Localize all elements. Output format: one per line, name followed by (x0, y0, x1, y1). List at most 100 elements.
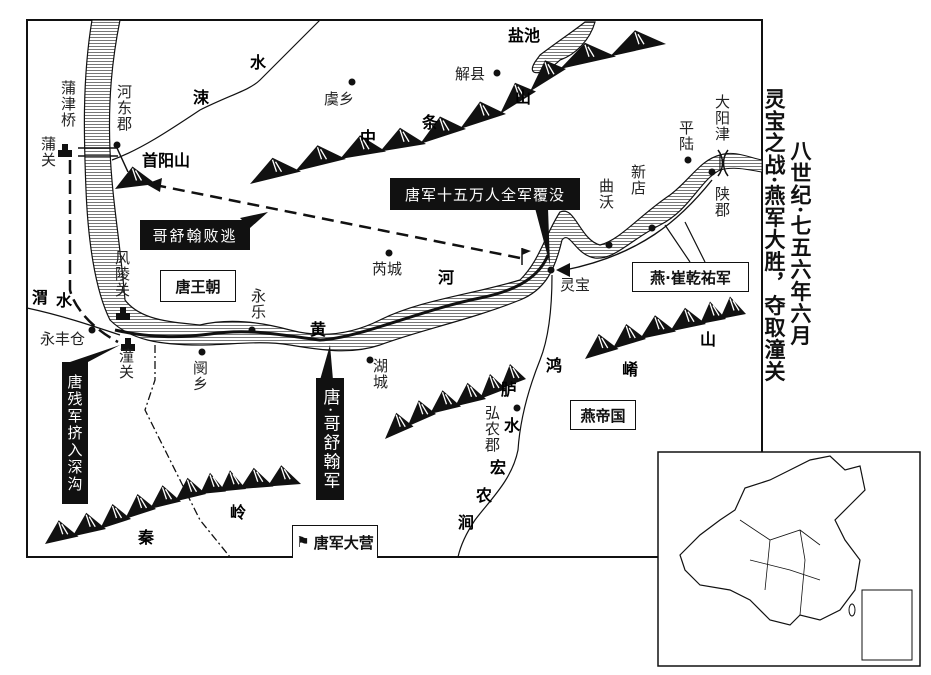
fortress-icon-tongguan (121, 338, 135, 351)
honglu-label-1: 鸿 (546, 356, 563, 375)
retreat-route (154, 183, 521, 260)
hedong-arrow (116, 147, 129, 173)
settlement-dot (385, 249, 393, 257)
place-yongle: 永乐 (249, 288, 267, 320)
salt-lake (531, 21, 596, 74)
settlement-dot (605, 241, 613, 249)
zhongtiao-label-1: 中 (360, 128, 377, 147)
mountain-highlight (186, 479, 198, 493)
callout-yan-army: 燕·崔乾祐军 (632, 262, 749, 292)
settlement-dot (493, 69, 501, 77)
mountain-highlight (654, 317, 665, 330)
settlement-dot (113, 141, 121, 149)
yan-army-route (564, 179, 713, 271)
inset-frame (657, 451, 921, 667)
place-lingbao: 灵宝 (560, 276, 591, 294)
su-river-label-2: 水 (250, 53, 267, 72)
mountain-highlight (395, 414, 406, 428)
retreat-arrow (146, 178, 162, 192)
hucheng-mountains (385, 364, 526, 439)
fortress-icon-puguan (58, 144, 72, 157)
yellow-river-east (719, 152, 763, 173)
title-main: 灵宝之战·燕军大胜，夺取潼关 (762, 88, 787, 383)
flag-icon (521, 248, 531, 265)
mountain-highlight (634, 32, 645, 45)
mountain-peak (500, 82, 536, 114)
place-fenglingguan: 风陵关 (113, 250, 131, 298)
mountain-highlight (709, 303, 720, 316)
mountain-highlight (136, 495, 148, 509)
region-yan-empire: 燕帝国 (570, 400, 636, 430)
mountain-highlight (544, 62, 555, 75)
settlement-dot (248, 326, 256, 334)
yan-army-arrow (556, 263, 570, 277)
flag-icon: ⚑ (296, 533, 310, 551)
mountain-highlight (161, 487, 173, 500)
settlement-dot (547, 266, 555, 274)
honglu-label-3: 水 (504, 416, 521, 435)
callout-tang-remnants: 唐残军挤入深沟 (62, 362, 88, 504)
pujin-bridge-icon (78, 147, 118, 157)
mountain-highlight (625, 325, 636, 339)
wei-river (26, 307, 121, 336)
place-dayangjin: 大阳津 (713, 94, 731, 142)
mountain-highlight (280, 467, 291, 480)
xiaoshan-label-1: 崤 (622, 360, 639, 379)
yan-pointer (664, 221, 706, 263)
place-hedong: 河东郡 (115, 84, 133, 132)
annihilated-pointer (535, 208, 550, 265)
inset-taiwan (848, 603, 856, 617)
place-ruicheng: 芮城 (372, 260, 403, 278)
mountain-highlight (209, 474, 220, 488)
honglu-label-6: 涧 (458, 513, 475, 532)
place-wenxiang: 阌乡 (191, 360, 209, 392)
mountain-peak (560, 42, 616, 69)
su-river-label-1: 涑 (193, 88, 210, 107)
mountain-highlight (598, 335, 609, 349)
place-hongnong: 弘农郡 (483, 405, 501, 453)
region-tang-dynasty: 唐王朝 (160, 270, 236, 302)
settlement-dot (513, 404, 521, 412)
settlement-dot (88, 326, 96, 334)
xiaoshan-label-2: 山 (700, 330, 717, 349)
settlement-dot (366, 356, 374, 364)
place-jiexian: 解县 (455, 65, 486, 83)
place-yongfengcang: 永丰仓 (40, 330, 86, 348)
mountain-peak (407, 400, 436, 427)
wei-river-label-2: 水 (56, 291, 73, 310)
su-river (111, 19, 321, 161)
fortress-icon-fenglingguan (116, 307, 130, 320)
mountain-highlight (729, 298, 740, 311)
place-yuxiang: 虞乡 (324, 90, 355, 108)
mountain-highlight (85, 514, 96, 528)
mountain-peak (460, 101, 506, 129)
qinling-mountains (45, 465, 301, 544)
callout-tang-annihilated: 唐军十五万人全军覆没 (390, 178, 580, 210)
yellow-river-label-2: 河 (438, 268, 455, 287)
mountain-highlight (466, 384, 478, 398)
place-xindian: 新店 (629, 164, 647, 196)
settlement-dot (648, 224, 656, 232)
honglu-label-4: 宏 (490, 458, 507, 477)
zhongtiao-label-2: 条 (422, 113, 439, 132)
mountain-peak (420, 116, 466, 144)
qinling-label-1: 秦 (138, 528, 155, 547)
mountain-highlight (514, 84, 525, 98)
qinling-label-2: 岭 (230, 503, 247, 522)
province-boundary (144, 345, 231, 558)
settlement-dot (684, 156, 692, 164)
dayangjin-ferry-icon (717, 149, 729, 177)
inset-province-lines (739, 519, 821, 616)
place-puguan: 蒲关 (39, 136, 57, 168)
callout-geshuhan-flee: 哥舒翰败逃 (140, 220, 250, 250)
inset-china-outline (679, 455, 866, 626)
honglu-label-5: 农 (476, 486, 493, 505)
mountain-highlight (479, 103, 490, 116)
xiaoshan-mountains (585, 296, 746, 359)
title-era: 八世纪·七五六年六月 (788, 140, 813, 347)
callout-geshuhan-army: 唐·哥舒翰军 (316, 378, 344, 500)
zhongtiao-mountains (250, 30, 666, 184)
wei-river-label-1: 渭 (32, 288, 49, 307)
tang-camp-label: ⚑唐军大营 (292, 525, 378, 558)
